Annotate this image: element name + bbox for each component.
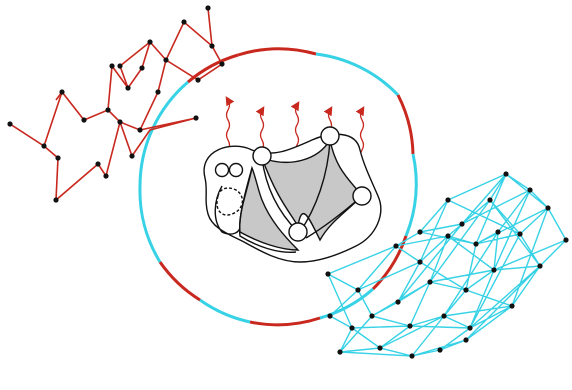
- cyan-vertex: [491, 267, 496, 272]
- red-vertex: [209, 43, 214, 48]
- cyan-vertex: [377, 345, 382, 350]
- red-vertex: [163, 57, 168, 62]
- cyan-vertex: [441, 313, 446, 318]
- red-graph: [10, 8, 222, 200]
- arc-cyan-5: [200, 300, 250, 322]
- cyan-vertex: [545, 205, 550, 210]
- cyan-vertex: [459, 221, 464, 226]
- red-vertex: [205, 5, 210, 10]
- arc-red-5: [250, 318, 320, 325]
- arc-red-2: [238, 49, 316, 55]
- cyan-vertex: [437, 347, 442, 352]
- central-blob: [204, 127, 381, 262]
- cyan-vertex: [417, 259, 422, 264]
- cyan-vertex: [327, 313, 332, 318]
- cyan-vertex: [503, 171, 508, 176]
- cyan-vertex: [417, 229, 422, 234]
- cyan-vertex: [463, 337, 468, 342]
- cyan-vertex: [495, 229, 500, 234]
- cyan-vertex: [463, 287, 468, 292]
- cyan-vertex: [407, 323, 412, 328]
- cyan-vertex: [427, 279, 432, 284]
- cyan-vertex: [509, 303, 514, 308]
- red-vertex: [55, 155, 60, 160]
- red-vertex: [105, 107, 110, 112]
- boundary-disk: [289, 223, 307, 241]
- cyan-vertex: [393, 243, 398, 248]
- boundary-disk: [353, 187, 371, 205]
- red-edge-chain-5: [120, 42, 150, 88]
- red-vertex: [195, 77, 200, 82]
- boundary-disk: [253, 147, 271, 165]
- cyan-vertex: [395, 299, 400, 304]
- red-vertex: [147, 39, 152, 44]
- red-vertex: [59, 89, 64, 94]
- red-edge-chain-1: [56, 8, 212, 120]
- red-vertex: [125, 85, 130, 90]
- red-vertex: [181, 19, 186, 24]
- red-vertex: [95, 161, 100, 166]
- red-vertex: [117, 63, 122, 68]
- red-vertex: [7, 121, 12, 126]
- cyan-vertex: [355, 287, 360, 292]
- arc-red-3: [398, 95, 413, 154]
- cyan-vertex: [527, 187, 532, 192]
- cyan-vertex: [325, 271, 330, 276]
- cyan-vertex: [517, 231, 522, 236]
- red-vertex: [219, 61, 224, 66]
- red-vertex: [137, 127, 142, 132]
- red-graph-vertices: [7, 5, 224, 202]
- cyan-vertex: [369, 313, 374, 318]
- cyan-vertex: [537, 263, 542, 268]
- red-vertex: [117, 119, 122, 124]
- red-edge-chain-3: [10, 92, 62, 146]
- red-vertex: [81, 117, 86, 122]
- red-vertex: [109, 63, 114, 68]
- red-vertex: [53, 197, 58, 202]
- cyan-vertex: [563, 237, 568, 242]
- arc-cyan-2: [316, 54, 398, 95]
- boundary-disk: [216, 164, 229, 177]
- red-vertex: [103, 173, 108, 178]
- red-edge-chain-4: [44, 118, 196, 200]
- cyan-vertex: [445, 233, 450, 238]
- cyan-vertex: [467, 325, 472, 330]
- cyan-vertex: [473, 241, 478, 246]
- red-vertex: [139, 65, 144, 70]
- cyan-vertex: [337, 349, 342, 354]
- arc-cyan-3: [406, 154, 416, 236]
- cyan-vertex: [487, 197, 492, 202]
- cyan-vertex: [445, 197, 450, 202]
- red-vertex: [41, 143, 46, 148]
- red-vertex: [155, 89, 160, 94]
- cyan-vertex: [409, 353, 414, 358]
- cyan-vertex: [349, 325, 354, 330]
- arc-cyan-6: [140, 186, 160, 262]
- arc-red-6: [160, 262, 200, 300]
- red-vertex: [129, 153, 134, 158]
- red-vertex: [193, 115, 198, 120]
- boundary-disk: [321, 127, 339, 145]
- boundary-disk: [230, 164, 243, 177]
